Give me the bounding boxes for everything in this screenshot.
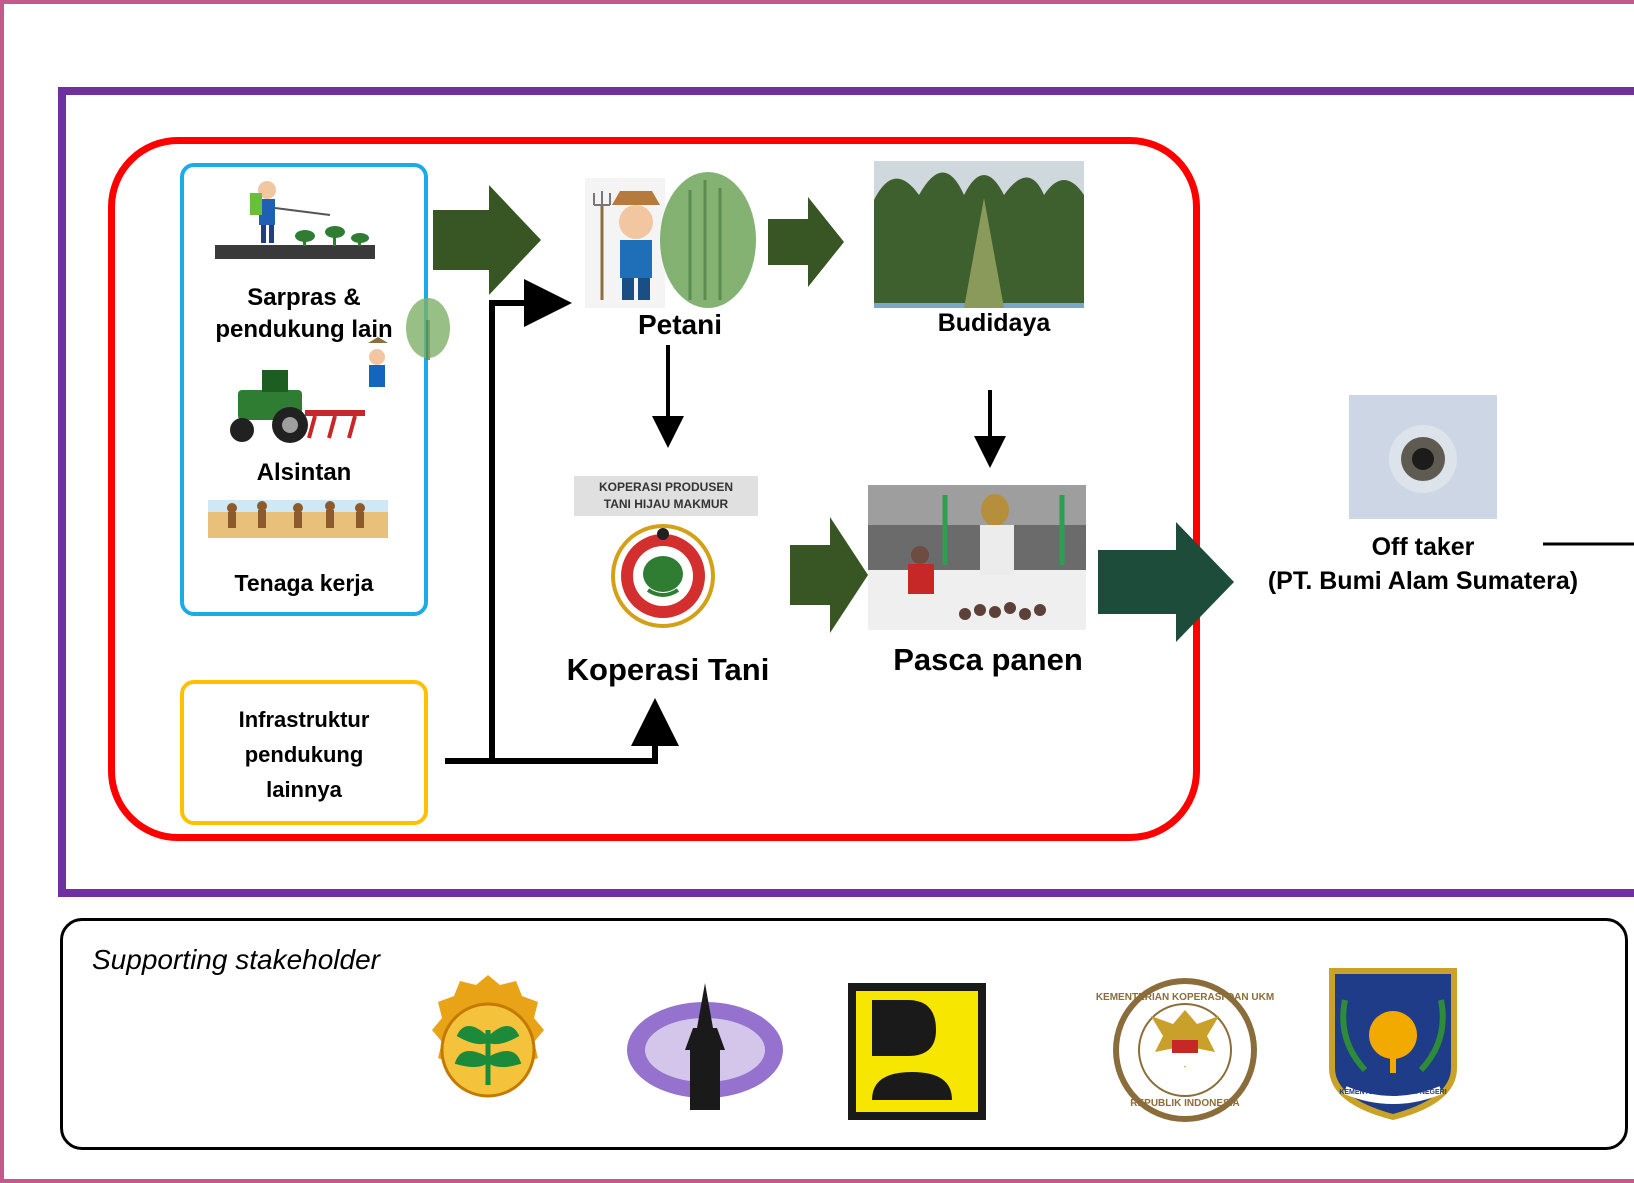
koperasi-tani-label: Koperasi Tani [566,652,770,687]
infrastructure-label-line2: pendukung [244,742,364,767]
inputs-box [180,163,428,616]
infrastructure-label-line3: lainnya [266,777,342,802]
arrow-petani-to-budidaya [768,197,844,287]
orchard-photo [874,161,1084,308]
sprayer-farmer-image [215,181,375,259]
value-chain-frame [58,87,1634,897]
arrow-inputs-to-petani [433,185,541,295]
offtaker-photo [1349,395,1497,519]
connector-lines [445,279,1634,764]
plant-image-small [406,298,450,360]
offtaker-label: Off taker (PT. Bumi Alam Sumatera) [1238,530,1608,598]
kemenkop-arc-top: KEMENTERIAN KOPERASI DAN UKM [1096,992,1274,1003]
koperasi-emblem [574,476,758,628]
crop-image [660,172,756,308]
kemenkop-arc-bottom: REPUBLIK INDONESIA [1130,1098,1239,1109]
koperasi-banner-line2: TANI HIJAU MAKMUR [603,497,729,511]
pasca-panen-label: Pasca panen [893,642,1083,677]
budidaya-label: Budidaya [937,309,1051,337]
koperasi-banner: KOPERASI PRODUSEN TANI HIJAU MAKMUR [574,479,758,513]
arrow-infra-to-petani [489,279,572,761]
tractor-image [230,337,388,443]
pupr-logo [848,983,986,1120]
farmer-image [585,178,665,308]
infrastructure-box [180,680,428,825]
kementan-logo [432,975,544,1098]
flow-arrows [433,185,868,633]
supporting-stakeholder-box [60,918,1628,1150]
supporting-stakeholder-title: Supporting stakeholder [92,944,380,975]
alsintan-label: Alsintan [256,459,352,486]
workers-image [208,500,388,538]
provincial-logo [627,983,783,1110]
koperasi-banner-line1: KOPERASI PRODUSEN [598,480,734,494]
petani-label: Petani [637,309,723,340]
cluster-frame [108,137,1200,841]
sarpras-label-line1: Sarpras & [247,284,361,311]
offtaker-label-line1: Off taker [1371,533,1475,561]
infrastructure-label-line1: Infrastruktur [238,707,370,732]
arrow-koperasi-to-pasca [790,517,868,633]
kemenkop-ukm-logo: KEMENTERIAN KOPERASI DAN UKM REPUBLIK IN… [1096,978,1274,1122]
tenaga-kerja-label: Tenaga kerja [234,570,374,596]
arrow-infra-to-koperasi [445,698,679,764]
arrow-pasca-to-offtaker [1098,522,1234,642]
post-harvest-photo [868,485,1086,630]
kemendagri-logo: KEMENTERIAN DALAM NEGERI [1329,968,1457,1120]
offtaker-label-line2: (PT. Bumi Alam Sumatera) [1267,567,1579,595]
kemendagri-ribbon-text: KEMENTERIAN DALAM NEGERI [1339,1089,1446,1096]
sarpras-label: Sarpras & pendukung lain [190,282,418,346]
infrastructure-label: Infrastruktur pendukung lainnya [190,702,418,807]
sarpras-label-line2: pendukung lain [215,316,393,343]
